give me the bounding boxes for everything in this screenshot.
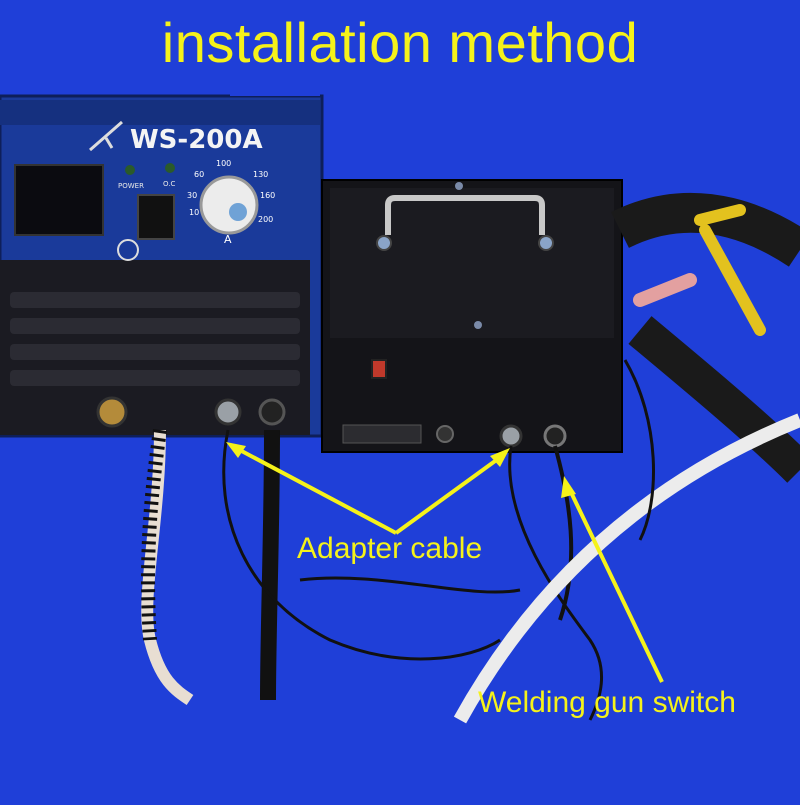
welder-machine	[0, 40, 324, 438]
welder-model-label: WS-200A	[130, 125, 263, 155]
power-led	[125, 165, 135, 175]
power-label: POWER	[118, 182, 144, 190]
gun-switch-socket	[543, 424, 567, 448]
adapter-arrow-left	[235, 446, 397, 535]
page-title: installation method	[161, 11, 639, 74]
dial-value: 200	[258, 215, 273, 224]
box-power-switch	[371, 359, 387, 379]
torch-logo-icon	[89, 120, 123, 152]
ccc-mark	[117, 239, 139, 261]
dial-value: 160	[260, 191, 275, 200]
amp-unit-label: A	[224, 233, 232, 246]
welding-gun-switch-label: Welding gun switch	[478, 686, 736, 719]
adapter-socket	[499, 424, 523, 448]
output-connector	[96, 396, 128, 428]
dial-value: 130	[253, 170, 268, 179]
dial-value: 100	[216, 159, 231, 168]
gun-switch-arrow	[566, 485, 664, 683]
ac-inlet	[342, 424, 422, 444]
dial-value: 30	[187, 191, 197, 200]
oc-label: O.C	[163, 180, 175, 188]
dial-value: 60	[194, 170, 204, 179]
fuse-holder	[436, 425, 454, 443]
welder-display	[14, 164, 104, 236]
adapter-cable-label: Adapter cable	[297, 532, 483, 565]
oc-led	[165, 163, 175, 173]
dial-value: 10	[189, 208, 199, 217]
adapter-arrow-right	[394, 454, 504, 535]
control-connector	[214, 398, 242, 426]
welding-torch	[611, 192, 800, 483]
current-dial	[199, 175, 259, 235]
annotation-arrows	[226, 442, 664, 683]
power-switch	[137, 194, 175, 240]
carry-handle	[385, 195, 545, 235]
dial-scale: 10 30 60 100 130 160 200	[187, 159, 275, 224]
control-box	[321, 179, 623, 453]
